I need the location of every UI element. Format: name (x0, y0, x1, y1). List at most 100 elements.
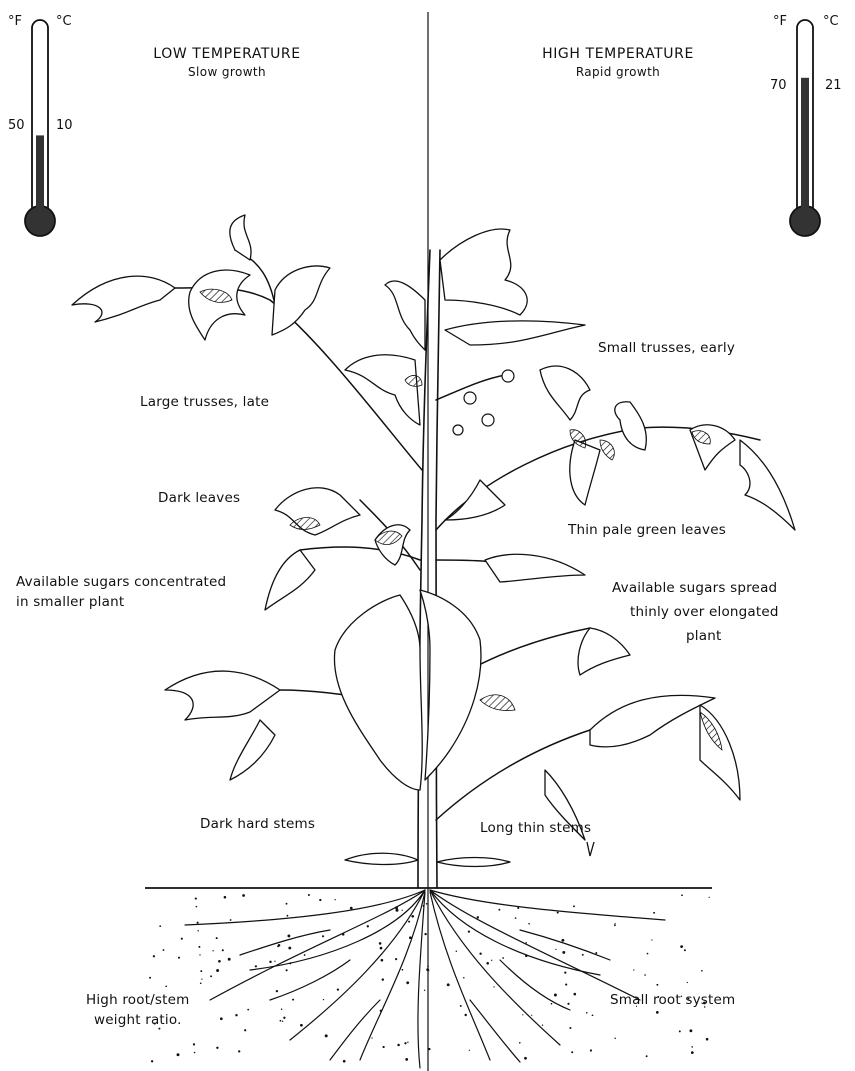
soil-speck (656, 984, 658, 986)
soil-speck (680, 945, 683, 948)
soil-speck (286, 903, 288, 905)
soil-speck (565, 984, 567, 986)
soil-speck (319, 899, 321, 901)
label-sugars-concentrated-line1: Available sugars concentrated (16, 574, 226, 591)
root-system (185, 890, 665, 1068)
soil-speck (405, 1058, 408, 1061)
thermometer-right-reading-c: 21 (825, 78, 842, 93)
soil-speck (531, 1015, 532, 1016)
soil-speck (407, 1042, 408, 1043)
soil-speck (151, 1060, 153, 1062)
soil-speck (300, 1024, 303, 1027)
soil-speck (304, 954, 306, 956)
soil-speck (230, 919, 232, 921)
soil-speck (287, 934, 290, 937)
soil-speck (163, 949, 165, 951)
soil-speck (367, 925, 369, 927)
soil-speck (709, 897, 710, 898)
soil-speck (159, 925, 161, 927)
soil-speck (468, 930, 470, 932)
soil-speck (200, 982, 202, 984)
soil-speck (325, 1034, 328, 1037)
soil-speck (590, 1049, 592, 1051)
soil-speck (561, 939, 564, 942)
soil-speck (614, 923, 615, 924)
label-dark-leaves: Dark leaves (158, 490, 240, 507)
label-sugars-spread-line2: thinly over elongated (630, 604, 779, 621)
label-root-stem-ratio-line2: weight ratio. (94, 1012, 182, 1029)
soil-speck (528, 923, 530, 925)
soil-speck (592, 1014, 594, 1016)
label-sugars-concentrated-line2: in smaller plant (16, 594, 124, 611)
soil-speck (653, 912, 655, 914)
thermometer-left-unit-f: °F (8, 14, 22, 29)
soil-speck (149, 977, 151, 979)
soil-speck (195, 898, 197, 900)
soil-speck (447, 983, 450, 986)
label-long-thin-stems: Long thin stems (480, 820, 591, 837)
soil-speck (210, 975, 212, 977)
soil-speck (524, 1057, 527, 1060)
soil-speck (424, 933, 426, 935)
label-small-root-system: Small root system (610, 992, 735, 1009)
soil-speck (178, 957, 180, 959)
soil-speck (567, 1003, 569, 1005)
soil-speck (493, 986, 494, 987)
soil-speck (280, 1020, 282, 1022)
soil-speck (282, 1021, 283, 1022)
soil-speck (286, 969, 288, 971)
soil-speck (706, 1038, 709, 1041)
soil-speck (408, 921, 410, 923)
soil-speck (337, 988, 339, 990)
soil-speck (684, 949, 686, 951)
soil-speck (498, 909, 500, 911)
right-subheading: Rapid growth (518, 64, 718, 81)
soil-speck (288, 947, 291, 950)
soil-speck (244, 1029, 246, 1031)
thermometer-right-fill (801, 78, 809, 216)
soil-speck (200, 970, 202, 972)
soil-speck (687, 982, 688, 983)
soil-speck (551, 1003, 553, 1005)
soil-speck (292, 999, 294, 1001)
thermometer-left-unit-c: °C (56, 14, 72, 29)
label-dark-hard-stems: Dark hard stems (200, 816, 315, 833)
soil-speck (656, 1011, 659, 1014)
soil-speck (269, 961, 271, 963)
soil-speck (322, 935, 324, 937)
thermometer-left-reading-c: 10 (56, 118, 73, 133)
soil-speck (224, 896, 227, 899)
soil-speck (216, 1047, 218, 1049)
soil-speck (574, 993, 577, 996)
pointer-marks (587, 842, 594, 856)
soil-speck (456, 950, 457, 951)
soil-speck (218, 960, 221, 963)
soil-speck (542, 1025, 543, 1026)
soil-speck (381, 959, 384, 962)
soil-speck (582, 954, 584, 956)
soil-speck (276, 990, 278, 992)
soil-speck (491, 960, 492, 961)
soil-speck (479, 953, 481, 955)
soil-speck (196, 906, 198, 908)
soil-speck (197, 922, 199, 924)
label-root-stem-ratio-line1: High root/stem (86, 992, 190, 1009)
soil-speck (555, 949, 556, 950)
soil-speck (198, 946, 200, 948)
soil-speck (247, 1009, 249, 1011)
soil-speck (334, 899, 335, 900)
soil-speck (647, 953, 649, 955)
soil-speck (193, 1043, 195, 1045)
soil-speck (153, 955, 155, 957)
soil-speck (177, 1053, 180, 1056)
left-subheading: Slow growth (132, 64, 322, 81)
soil-speck (242, 894, 245, 897)
soil-speck (382, 978, 384, 980)
soil-speck (427, 969, 429, 971)
soil-speck (424, 990, 425, 991)
soil-speck (350, 907, 353, 910)
soil-speck (679, 1030, 681, 1032)
soil-speck (525, 942, 527, 944)
